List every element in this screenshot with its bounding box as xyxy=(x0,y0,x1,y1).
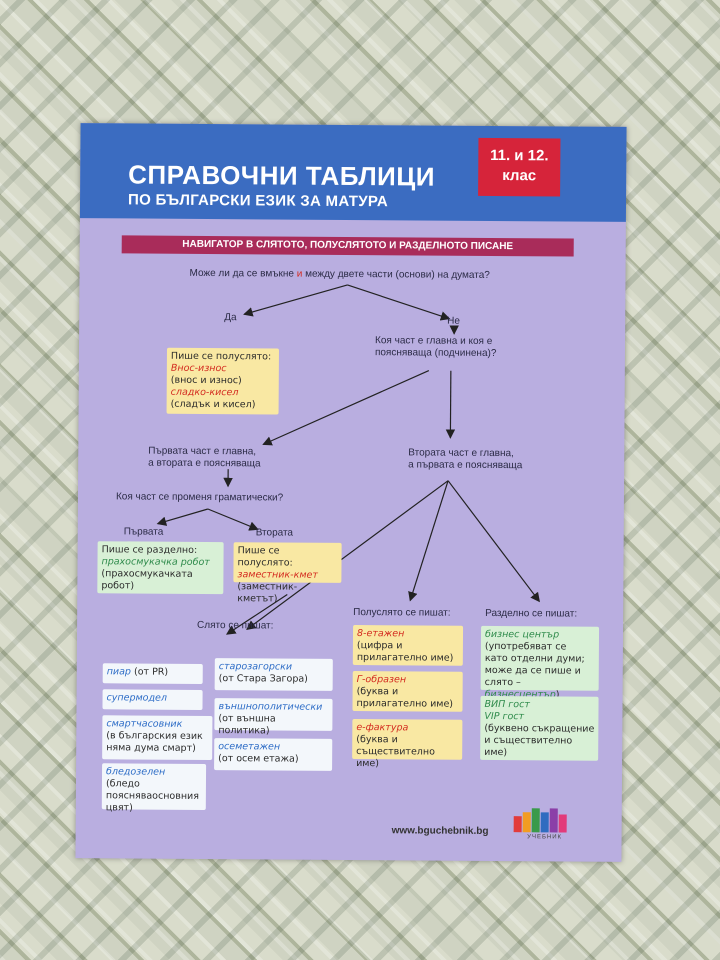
semi-item-3-note1: (буква и xyxy=(356,734,398,746)
together-item-4: бледозелен (бледо поясняваосновния цвят) xyxy=(101,763,207,813)
together-item-7-word: осеметажен xyxy=(218,741,281,753)
question-1: Може ли да се вмъкне и между двете части… xyxy=(189,268,489,282)
together-item-1-note: (от PR) xyxy=(133,666,169,678)
question-1-end: между двете части (основи) на думата? xyxy=(302,268,490,281)
semi-item-1-note1: (цифра и xyxy=(356,640,403,652)
separate-item-2-note1: (буквено съкращение xyxy=(484,722,595,735)
semi-item-1: 8-етажен (цифра и прилагателно име) xyxy=(352,625,464,666)
together-item-4-note: (бледо поясняваосновния цвят) xyxy=(105,778,199,814)
first-label: Първата xyxy=(123,526,164,538)
first-main-line1: Първата част е главна, xyxy=(148,445,257,458)
arrow-second-to-separate xyxy=(447,480,540,603)
arrow-to-yes xyxy=(243,284,348,317)
together-item-3-note: (в българския език няма дума смарт) xyxy=(106,730,203,754)
separate-item-1-note3: може да се пише и xyxy=(484,664,581,677)
together-item-7: осеметажен (от осем етажа) xyxy=(214,738,333,771)
semi-item-2: Г-образен (буква и прилагателно име) xyxy=(352,671,463,712)
arrow-q3-to-first xyxy=(156,508,209,526)
together-item-1-word: пиар xyxy=(106,666,132,678)
semi-item-3-word: е-фактура xyxy=(356,722,409,734)
second-label: Втората xyxy=(255,527,294,539)
publisher-logo-text: УЧЕБНИК xyxy=(527,834,563,841)
separate-box-title: Пише се разделно: xyxy=(101,544,198,556)
semi-item-1-word: 8-етажен xyxy=(356,628,405,640)
arrow-semi2-to-together xyxy=(226,594,288,635)
question-2-line2: поясняваща (подчинена)? xyxy=(374,347,497,360)
together-item-3-word: смартчасовник xyxy=(106,718,183,730)
question-1-start: Може ли да се вмъкне xyxy=(189,267,297,280)
arrow-second-to-together xyxy=(246,480,449,630)
no-label: Не xyxy=(447,315,461,327)
together-item-5: старозагорски (от Стара Загора) xyxy=(214,658,333,691)
together-item-6-note: (от външна политика) xyxy=(218,713,276,737)
question-2-line1: Коя част е главна и коя е xyxy=(375,335,493,347)
semi-item-2-note1: (буква и xyxy=(356,686,399,698)
semi-heading: Полуслято се пишат: xyxy=(353,607,451,619)
separate-item-1-word: бизнес център xyxy=(484,628,560,641)
semi-box-1: Пише се полуслято: Внос-износ (внос и из… xyxy=(166,347,280,415)
together-item-5-note: (от Стара Загора) xyxy=(218,673,308,685)
together-item-6-word: външнополитически xyxy=(218,701,323,713)
separate-heading: Разделно се пишат: xyxy=(485,607,578,620)
together-heading: Слято се пишат: xyxy=(197,619,274,632)
separate-item-2-word2: VIP гост xyxy=(484,710,525,723)
semi-box-1-ex2: сладко-кисел xyxy=(170,386,239,399)
together-item-1: пиар (от PR) xyxy=(102,663,203,684)
separate-item-2-word1: ВИП гост xyxy=(484,698,530,711)
arrow-q2-to-first xyxy=(262,369,430,446)
together-item-3: смартчасовник (в българския език няма ду… xyxy=(102,715,213,761)
semi-box-2-note: (заместник-кметът) xyxy=(237,581,298,605)
arrow-q3-to-second xyxy=(207,508,259,531)
yes-label: Да xyxy=(224,312,237,324)
flowchart-arrows xyxy=(156,284,540,635)
semi-box-2-ex: заместник-кмет xyxy=(237,569,318,581)
semi-box-1-note1: (внос и износ) xyxy=(170,374,242,387)
semi-box-2-title: Пише се полуслято: xyxy=(237,545,293,569)
question-2: Коя част е главна и коя е поясняваща (по… xyxy=(375,335,497,360)
separate-box-note2: робот) xyxy=(101,580,135,592)
second-main-line1: Втората част е главна, xyxy=(408,447,514,460)
reference-sheet: СПРАВОЧНИ ТАБЛИЦИ ПО БЪЛГАРСКИ ЕЗИК ЗА М… xyxy=(75,123,627,862)
semi-box-1-note2: (сладък и кисел) xyxy=(170,398,256,411)
publisher-url: www.bguchebnik.bg xyxy=(391,825,489,837)
arrow-to-no xyxy=(347,284,451,321)
separate-item-1: бизнес център (употребяват се като отдел… xyxy=(480,625,600,700)
semi-item-2-note2: прилагателно име) xyxy=(356,698,454,710)
arrow-second-to-semi xyxy=(408,480,449,602)
first-main-line2: а втората е поясняваща xyxy=(148,457,261,470)
together-item-7-note: (от осем етажа) xyxy=(218,753,299,765)
semi-item-3-note2: съществително име) xyxy=(356,746,435,770)
together-item-5-word: старозагорски xyxy=(218,661,293,673)
second-main-line2: а първата е поясняваща xyxy=(408,459,523,472)
separate-item-1-note2: като отделни думи; xyxy=(484,652,585,665)
separate-item-1-note1: (употребяват се xyxy=(484,640,567,653)
separate-box-ex: прахосмукачка робот xyxy=(101,556,210,569)
together-item-4-word: бледозелен xyxy=(106,766,166,778)
semi-box-2: Пише се полуслято: заместник-кмет (замес… xyxy=(233,542,342,604)
first-main-text: Първата част е главна, а втората е поясн… xyxy=(148,446,261,471)
separate-box: Пише се разделно: прахосмукачка робот (п… xyxy=(97,541,224,595)
second-main-text: Втората част е главна, а първата е поясн… xyxy=(408,447,522,472)
semi-box-1-ex1: Внос-износ xyxy=(170,362,227,375)
semi-box-1-title: Пише се полуслято: xyxy=(170,350,272,363)
separate-item-2-note3: име) xyxy=(484,746,508,759)
semi-item-1-note2: прилагателно име) xyxy=(356,652,454,664)
separate-item-2-note2: и съществително xyxy=(484,734,573,747)
separate-box-note1: (прахосмукачката xyxy=(101,568,193,580)
together-item-2: супермодел xyxy=(102,689,203,710)
separate-item-1-note4-prefix: слято – xyxy=(484,676,521,689)
semi-item-3: е-фактура (буква и съществително име) xyxy=(352,719,463,769)
question-3: Коя част се променя граматически? xyxy=(115,491,284,504)
semi-item-2-word: Г-образен xyxy=(356,674,407,686)
together-item-6: външнополитически (от външна политика) xyxy=(214,698,333,736)
publisher-logo: УЧЕБНИК xyxy=(510,806,580,840)
separate-item-2: ВИП гост VIP гост (буквено съкращение и … xyxy=(480,695,599,761)
together-item-2-word: супермодел xyxy=(106,692,168,704)
